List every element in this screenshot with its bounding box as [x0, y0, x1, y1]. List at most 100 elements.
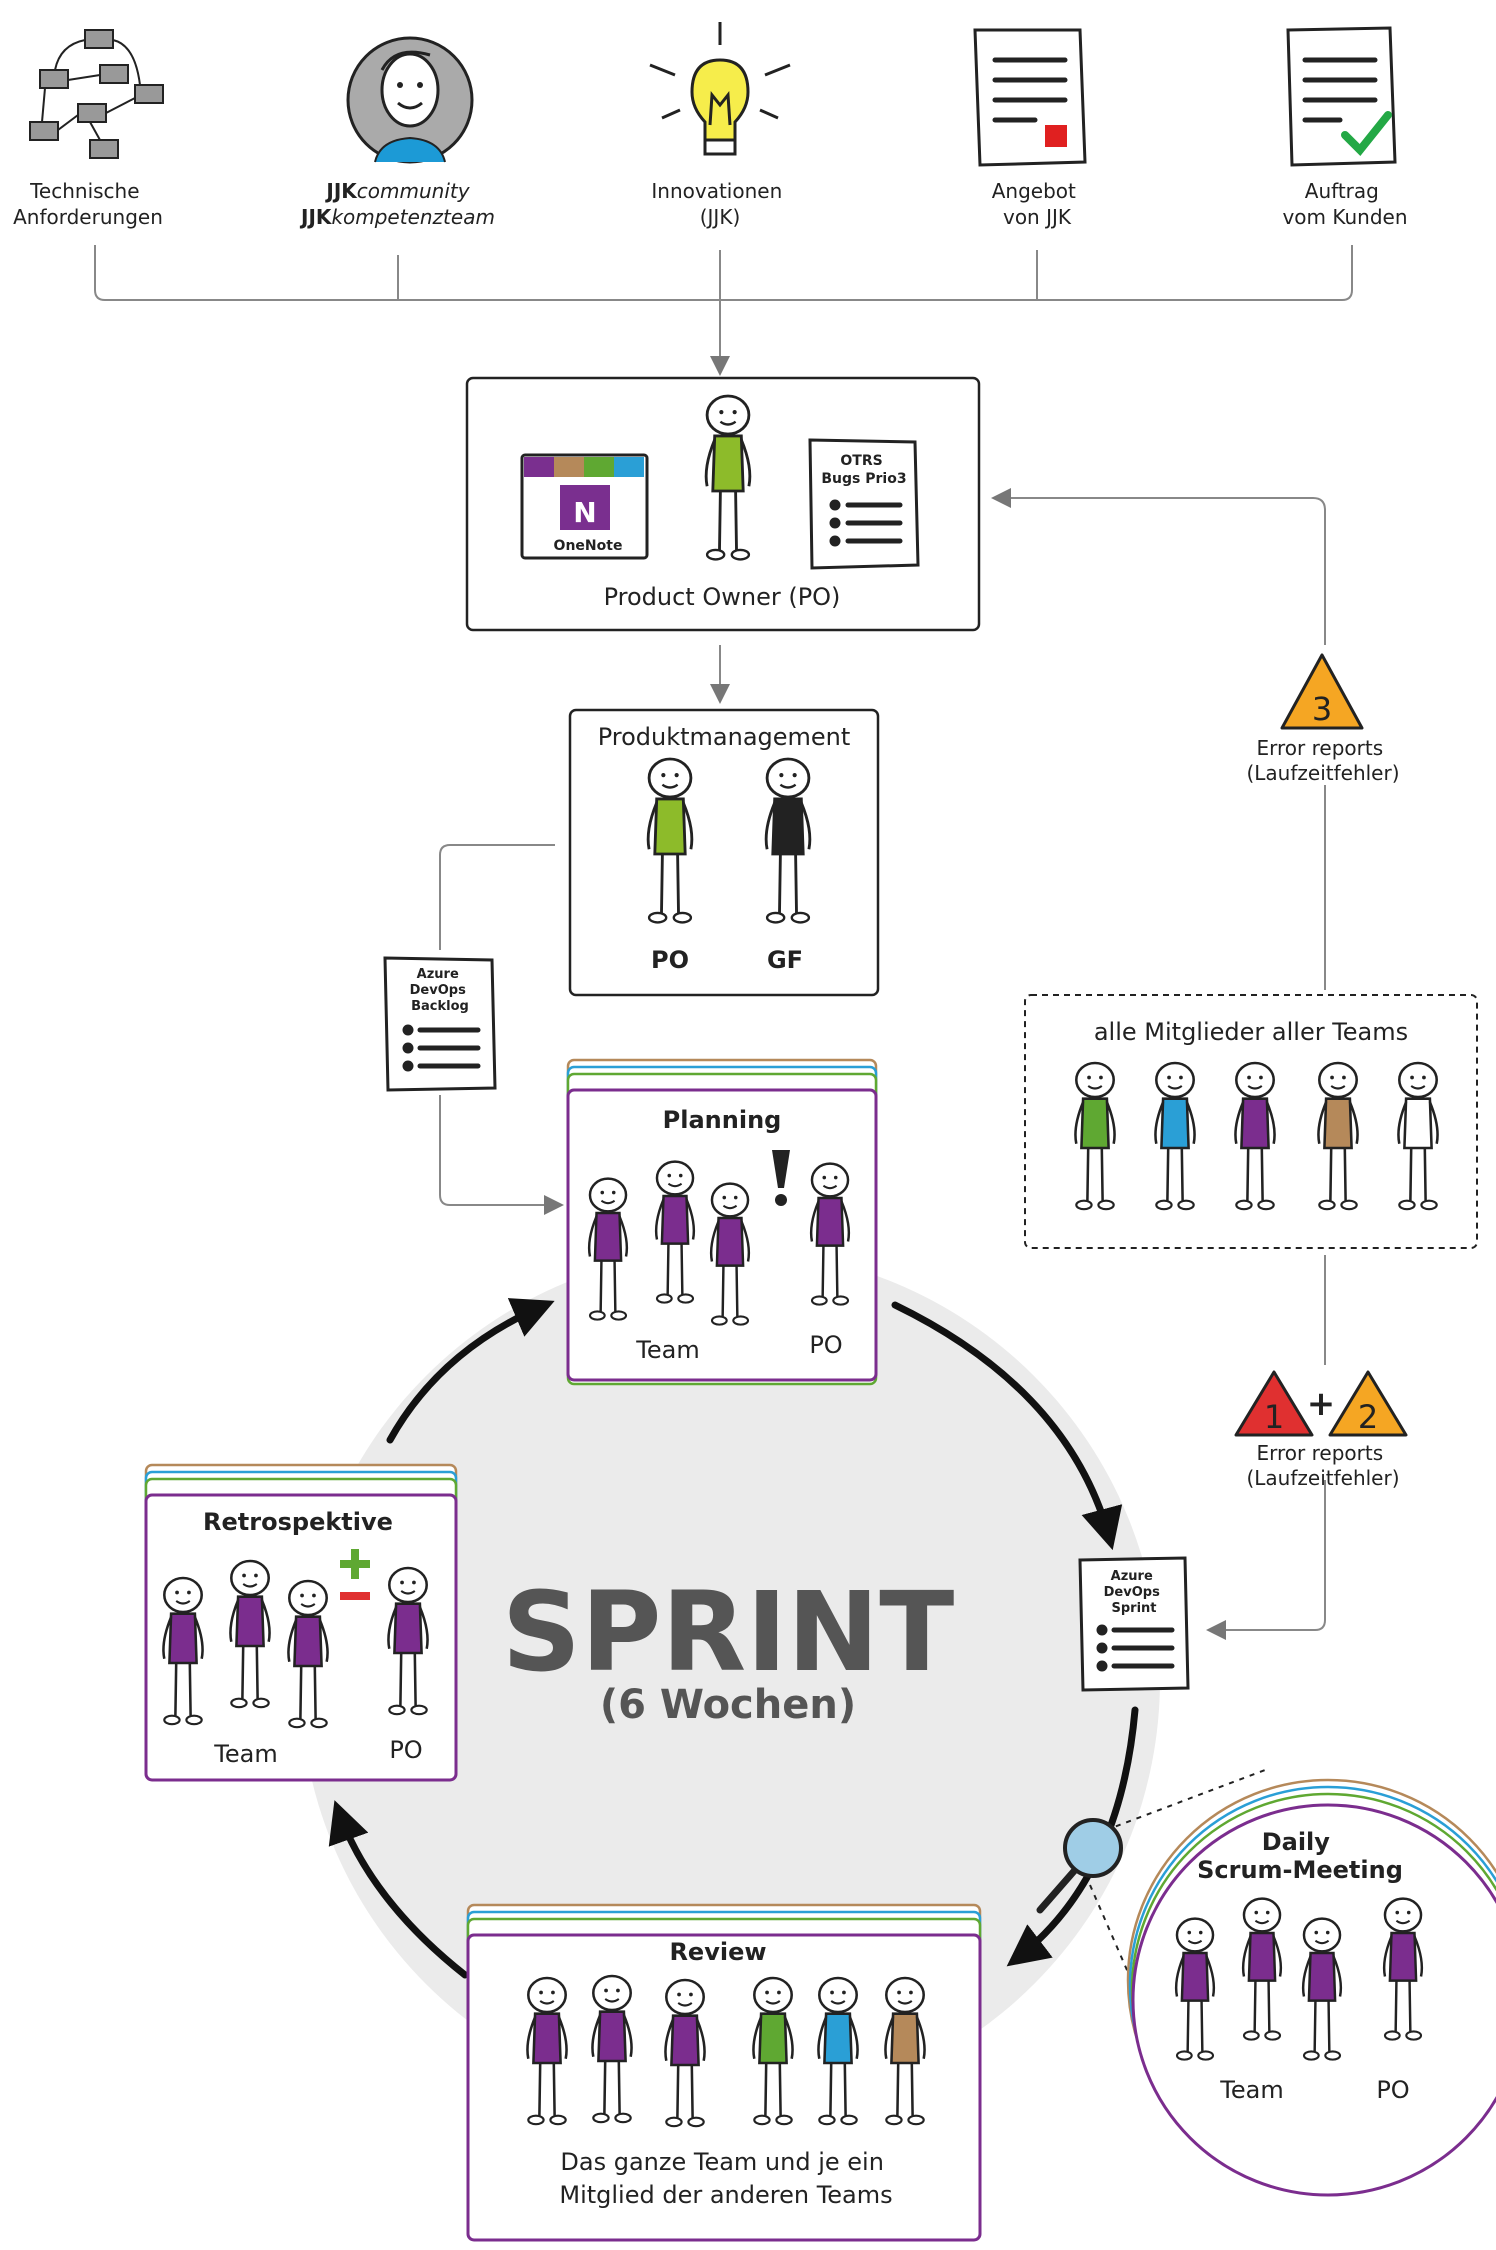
product-owner-figure [704, 394, 752, 561]
azure-backlog-document-icon [383, 956, 497, 1092]
pm-gf-figure [764, 757, 812, 924]
source-4-line1: Angebot [992, 179, 1076, 203]
produktmanagement-title: Produktmanagement [598, 723, 851, 751]
review-figure-1 [526, 1976, 568, 2126]
source-5-line2: vom Kunden [1282, 205, 1407, 229]
onenote-icon [520, 453, 649, 560]
source-3-line2: (JJK) [700, 205, 741, 229]
daily-team-figure-1 [1174, 1917, 1216, 2061]
review-figure-2 [591, 1974, 633, 2124]
sprint-circle [300, 1250, 1160, 2110]
sprint-subtitle: (6 Wochen) [600, 1682, 856, 1728]
otrs-line2: Bugs Prio3 [821, 471, 906, 487]
review-figure-3 [664, 1978, 706, 2128]
top-connectors [94, 245, 1353, 1640]
daily-team-figure-3 [1301, 1917, 1343, 2061]
svg-text:Innovationen (JJK): Innovationen (JJK) [651, 179, 788, 229]
svg-text:Das ganze Team und je ein: Das ganze Team und je ein Mitglied der a… [559, 2148, 892, 2209]
member-blue-figure [1154, 1061, 1196, 1211]
retro-team-figure-2 [229, 1559, 271, 1709]
offer-document-icon [973, 28, 1087, 167]
review-figure-6 [884, 1976, 926, 2126]
member-green-figure [1074, 1061, 1116, 1211]
member-brown-figure [1317, 1061, 1359, 1211]
retro-po-label: PO [389, 1736, 422, 1764]
product-owner-label: Product Owner (PO) [604, 583, 841, 611]
source-1-line1: Technische [29, 179, 139, 203]
daily-po-label: PO [1376, 2076, 1409, 2104]
source-1-line2: Anforderungen [13, 205, 163, 229]
error-3-number: 3 [1312, 690, 1332, 728]
pm-po-figure [646, 757, 694, 924]
all-members-title: alle Mitglieder aller Teams [1094, 1018, 1408, 1046]
azure-sprint-document-icon [1078, 1556, 1190, 1692]
retro-team-figure-3 [287, 1579, 329, 1729]
retro-po-figure [387, 1566, 429, 1716]
daily-po-figure [1382, 1897, 1424, 2041]
review-card [466, 1933, 982, 2242]
produktmanagement-box [568, 708, 880, 997]
svg-text:Error reports (Laufzeitfeh: Error reports (Laufzeitfehler) [1246, 736, 1399, 785]
planning-po-figure [809, 1162, 851, 1306]
otrs-document-icon [808, 438, 920, 570]
error-bottom-line2: (Laufzeitfehler) [1246, 1466, 1399, 1490]
magnifier-icon [1036, 1818, 1123, 1914]
planning-team-figure-1 [587, 1177, 629, 1321]
retro-team-label: Team [213, 1740, 277, 1768]
error-top-line2: (Laufzeitfehler) [1246, 761, 1399, 785]
source-3-line1: Innovationen [651, 179, 782, 203]
approved-document-icon [1286, 26, 1397, 167]
svg-text:Azure DevOps Backlog: Azure DevOps Backlog [410, 967, 471, 1014]
error-2-number: 2 [1358, 1398, 1378, 1436]
error-top-line1: Error reports [1257, 736, 1384, 760]
member-white-figure [1397, 1061, 1439, 1211]
sprint-doc-line3: Sprint [1111, 1601, 1156, 1616]
pm-person-gf: GF [767, 946, 803, 974]
error-bottom-line1: Error reports [1257, 1441, 1384, 1465]
person-portrait-icon [346, 36, 474, 164]
backlog-line3: Backlog [411, 999, 469, 1014]
onenote-label: OneNote [554, 538, 623, 554]
daily-team-figure-2 [1241, 1897, 1283, 2041]
planning-title: Planning [663, 1106, 782, 1134]
source-2-line2: JJKkompetenzteam [299, 205, 495, 229]
retrospektive-title: Retrospektive [203, 1508, 393, 1536]
sprint-doc-line1: Azure [1111, 1569, 1153, 1584]
review-figure-4 [752, 1976, 794, 2126]
svg-text:Error reports (Laufzeitfeh: Error reports (Laufzeitfehler) [1246, 1441, 1399, 1490]
daily-line1: Daily [1262, 1828, 1331, 1856]
source-4-line2: von JJK [1003, 205, 1072, 229]
lightbulb-icon [649, 22, 791, 156]
retro-plus-minus [340, 1549, 370, 1600]
retro-team-figure-1 [162, 1576, 204, 1726]
error-1-number: 1 [1264, 1398, 1284, 1436]
member-purple-figure [1234, 1061, 1276, 1211]
daily-team-label: Team [1219, 2076, 1283, 2104]
svg-text:OTRS Bugs Prio3: OTRS Bugs Prio3 [821, 453, 906, 487]
sprint-title: SPRINT [502, 1568, 955, 1696]
error-plus: + [1307, 1384, 1336, 1424]
svg-text:Azure DevOps Sprint: Azure DevOps Sprint [1104, 1569, 1165, 1616]
review-line2: Mitglied der anderen Teams [559, 2181, 892, 2209]
flowchart-icon [29, 29, 164, 159]
svg-text:Technische Anforderungen: Technische Anforderungen [13, 179, 163, 229]
svg-text:Daily Scrum-Meeting: Daily Scrum-Meeting [1197, 1828, 1403, 1884]
stick-figures [162, 394, 1439, 2128]
planning-team-figure-2 [654, 1160, 696, 1304]
error-triangles-1-2 [1234, 1370, 1408, 1437]
daily-line2: Scrum-Meeting [1197, 1856, 1403, 1884]
planning-exclamation [772, 1150, 790, 1206]
review-line1: Das ganze Team und je ein [560, 2148, 884, 2176]
planning-team-figure-3 [709, 1182, 751, 1326]
review-figure-5 [817, 1976, 859, 2126]
planning-po-label: PO [809, 1331, 842, 1359]
source-2-line1: JJKcommunity [324, 179, 470, 203]
backlog-line2: DevOps [410, 983, 466, 998]
sprint-doc-line2: DevOps [1104, 1585, 1160, 1600]
error-triangle-3 [1280, 653, 1364, 730]
review-title: Review [669, 1938, 766, 1966]
source-5-line1: Auftrag [1305, 179, 1379, 203]
pm-person-po: PO [651, 946, 689, 974]
svg-text:Angebot von JJK: Angebot von JJK [992, 179, 1083, 229]
